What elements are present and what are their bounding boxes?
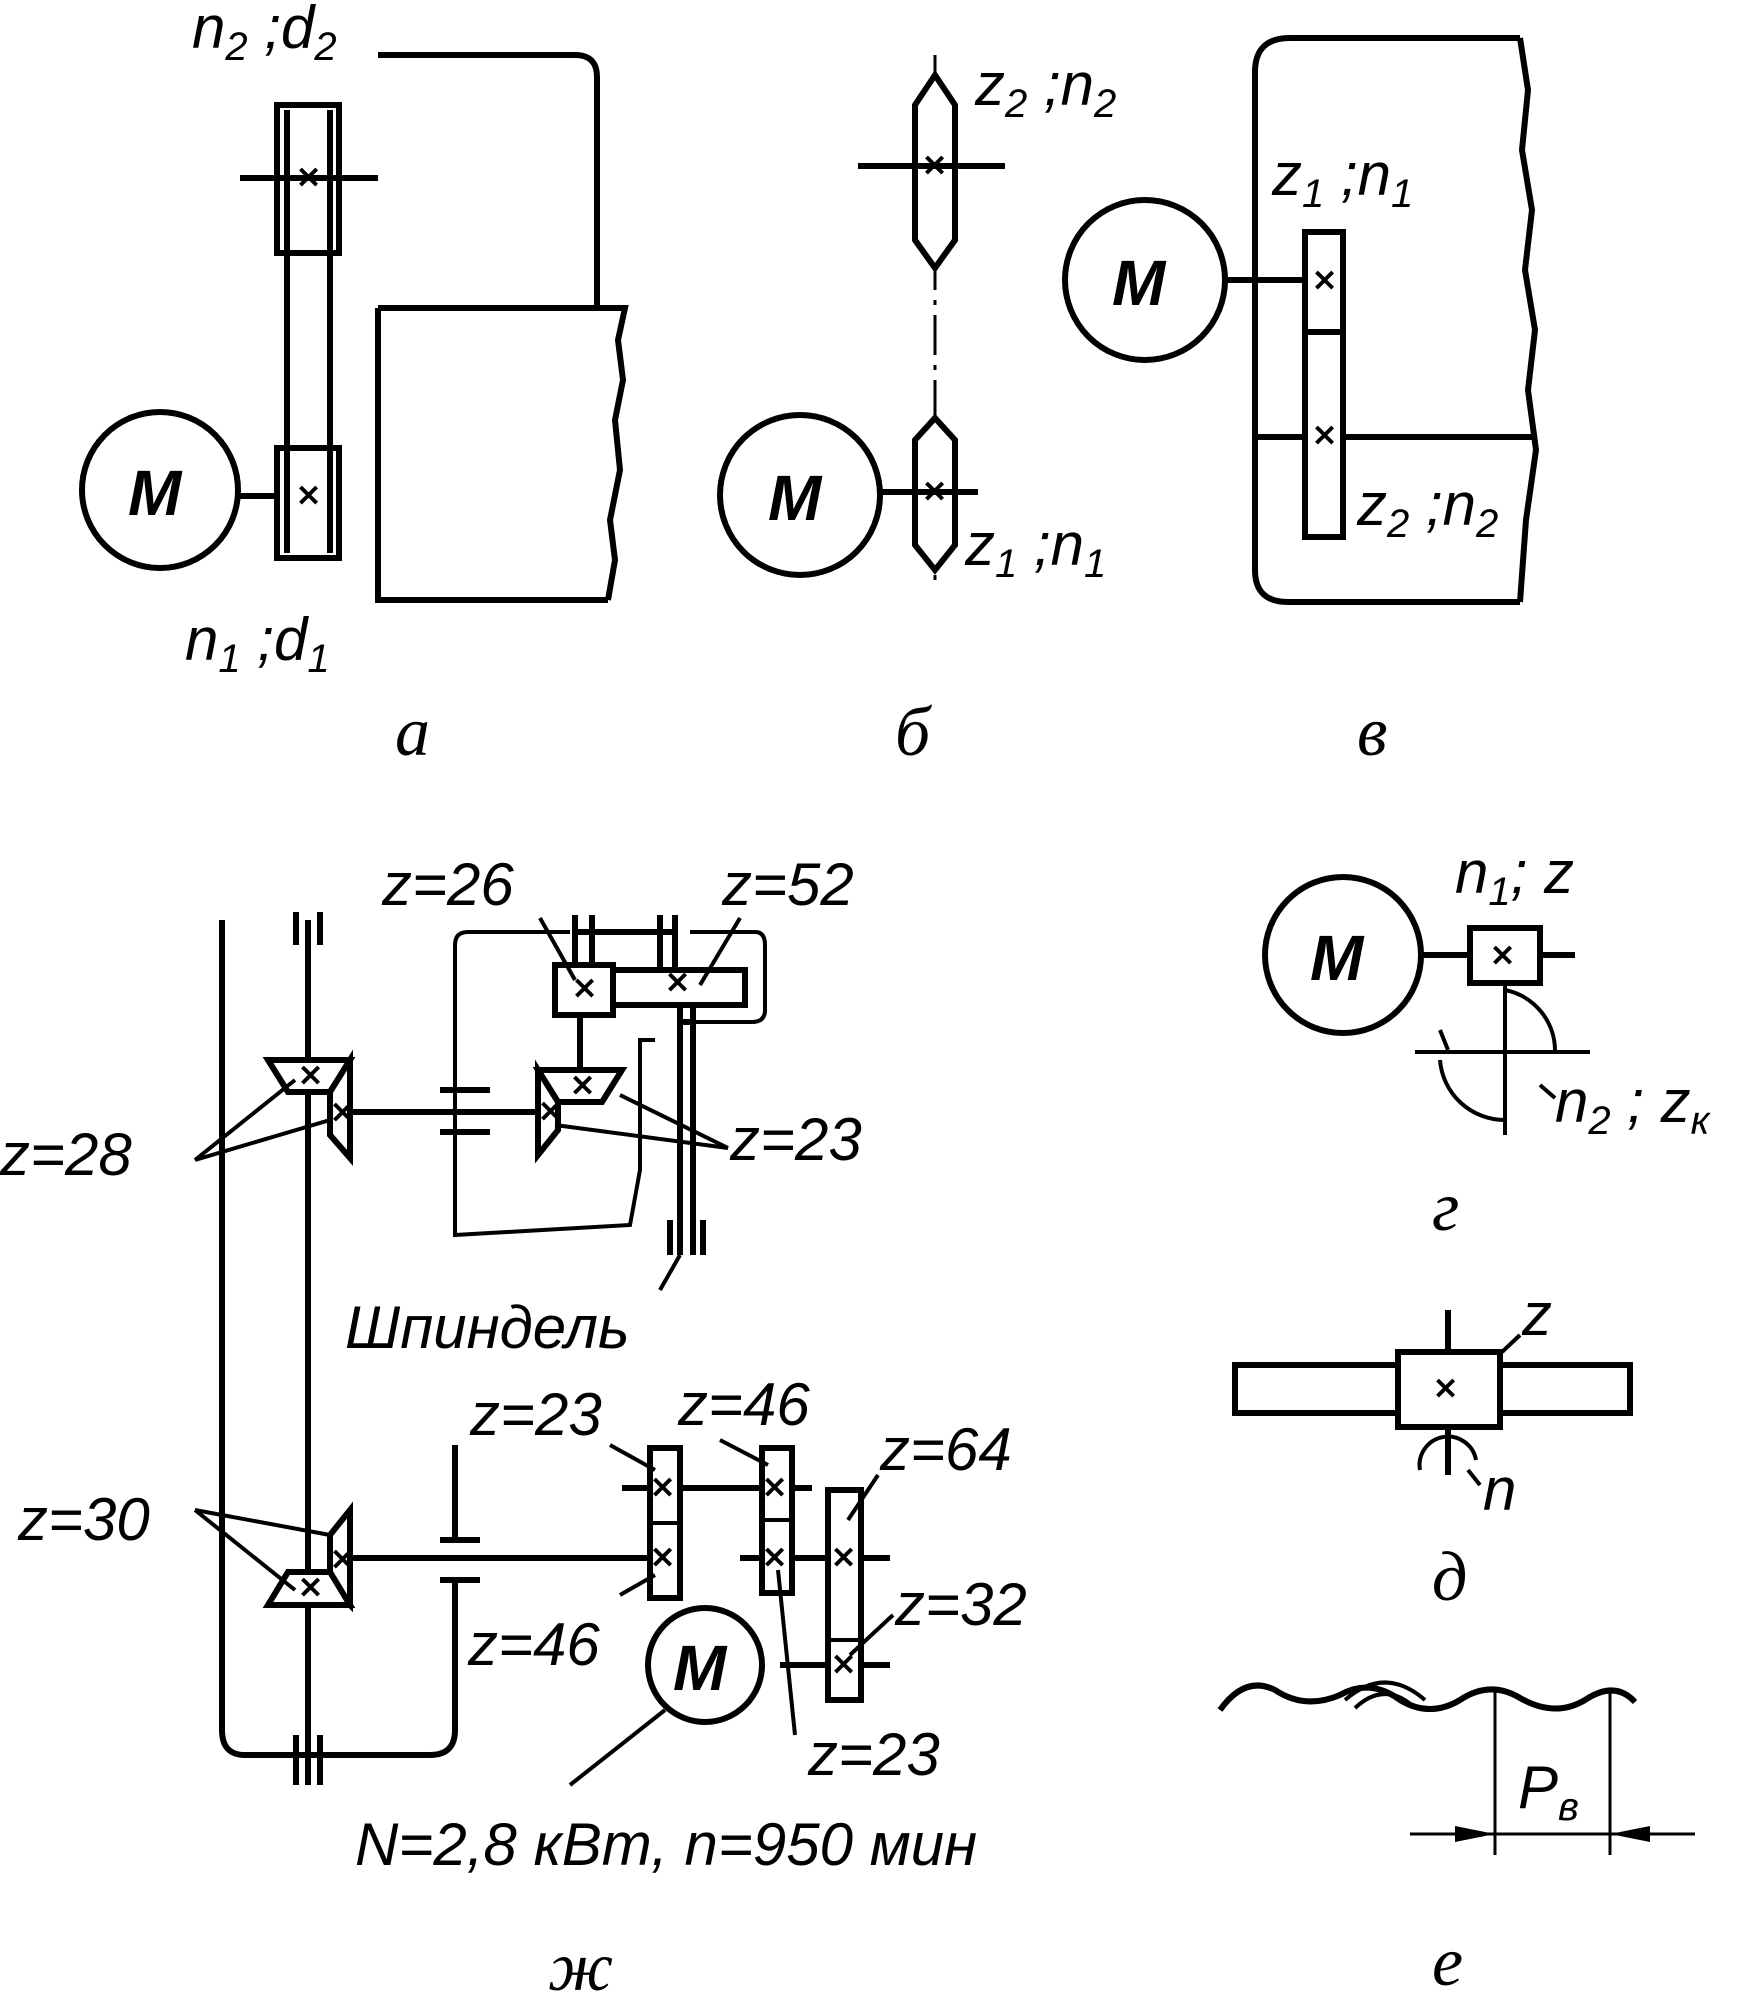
spindle-label: Шпиндель <box>345 1294 630 1361</box>
shaft-mark-icon: ✕ <box>1433 1373 1458 1406</box>
motor-label: M <box>1310 922 1365 994</box>
gear-z26-label: z=26 <box>381 851 514 918</box>
shaft-mark-icon: ✕ <box>298 1060 323 1093</box>
caption-b: б <box>895 694 933 771</box>
worm-label: n1; z <box>1455 839 1574 914</box>
gear-top-label: z1 ;n1 <box>1271 141 1413 216</box>
shaft-mark-icon: ✕ <box>1312 265 1337 298</box>
caption-v: в <box>1357 694 1387 771</box>
gear-z28-label: z=28 <box>0 1121 132 1188</box>
pulley-bottom-label: n1 ;d1 <box>185 606 330 681</box>
caption-g: г <box>1432 1169 1459 1246</box>
gear-z64-label: z=64 <box>879 1416 1012 1483</box>
shaft-mark-icon: ✕ <box>650 1472 675 1505</box>
gear-bottom-label: z2 ;n2 <box>1356 471 1498 546</box>
gear-z23-label-bottom: z=23 <box>807 1721 940 1788</box>
shaft-mark-icon: ✕ <box>922 150 947 183</box>
sprocket-top-label: z2 ;n2 <box>974 51 1116 126</box>
shaft-mark-icon: ✕ <box>1312 420 1337 453</box>
motor-label: M <box>1112 247 1167 319</box>
shaft-mark-icon: ✕ <box>922 476 947 509</box>
caption-e: е <box>1432 1924 1463 2000</box>
motor-label: M <box>673 1632 728 1704</box>
panel-e: Pв е <box>1217 1680 1695 2000</box>
gear-z30-label: z=30 <box>17 1486 150 1553</box>
motor-label: M <box>768 462 823 534</box>
shaft-mark-icon: ✕ <box>296 162 321 195</box>
panel-zh: ✕ ✕ ✕ ✕ ✕ ✕ Шпиндель z=26 <box>0 851 1027 2000</box>
panel-b: ✕ ✕ M z2 ;n2 z1 ;n1 б <box>717 51 1116 771</box>
shaft-mark-icon: ✕ <box>570 1070 595 1103</box>
caption-d: д <box>1432 1539 1467 1616</box>
rack-n-label: n <box>1483 1456 1516 1523</box>
shaft-mark-icon: ✕ <box>831 1542 856 1575</box>
motor-label: M <box>128 457 183 529</box>
shaft-mark-icon: ✕ <box>762 1542 787 1575</box>
shaft-mark-icon: ✕ <box>538 1096 563 1129</box>
panel-d: ✕ z n д <box>1232 1281 1633 1616</box>
shaft-mark-icon: ✕ <box>762 1472 787 1505</box>
gear-z52-label: z=52 <box>721 851 854 918</box>
pitch-label: Pв <box>1518 1754 1579 1829</box>
shaft-mark-icon: ✕ <box>1490 940 1515 973</box>
gear-z46-label-upper: z=46 <box>677 1371 810 1438</box>
caption-zh: ж <box>548 1929 613 2000</box>
shaft-mark-icon: ✕ <box>665 967 690 1000</box>
pulley-top-label: n2 ;d2 <box>192 0 337 69</box>
panel-g: ✕ M n1; z n2 ; zк г <box>1262 839 1712 1246</box>
shaft-mark-icon: ✕ <box>298 1572 323 1605</box>
gear-z23-label-upper: z=23 <box>729 1106 862 1173</box>
sprocket-bottom-label: z1 ;n1 <box>964 511 1106 586</box>
panel-v: ✕ ✕ M z1 ;n1 z2 ;n2 в <box>1062 35 1540 771</box>
worm-wheel-label: n2 ; zк <box>1555 1068 1712 1143</box>
shaft-mark-icon: ✕ <box>650 1542 675 1575</box>
caption-a: а <box>395 694 430 771</box>
gear-z32-label: z=32 <box>894 1571 1027 1638</box>
motor-spec-label: N=2,8 кВт, n=950 мин <box>355 1811 977 1878</box>
panel-a: ✕ ✕ M n2 ;d2 n1 ;d1 а <box>79 0 629 771</box>
rack-z-label: z <box>1521 1281 1552 1348</box>
gear-z46-label-lower: z=46 <box>467 1611 600 1678</box>
shaft-mark-icon: ✕ <box>296 480 321 513</box>
gear-z23-label-lower: z=23 <box>469 1381 602 1448</box>
